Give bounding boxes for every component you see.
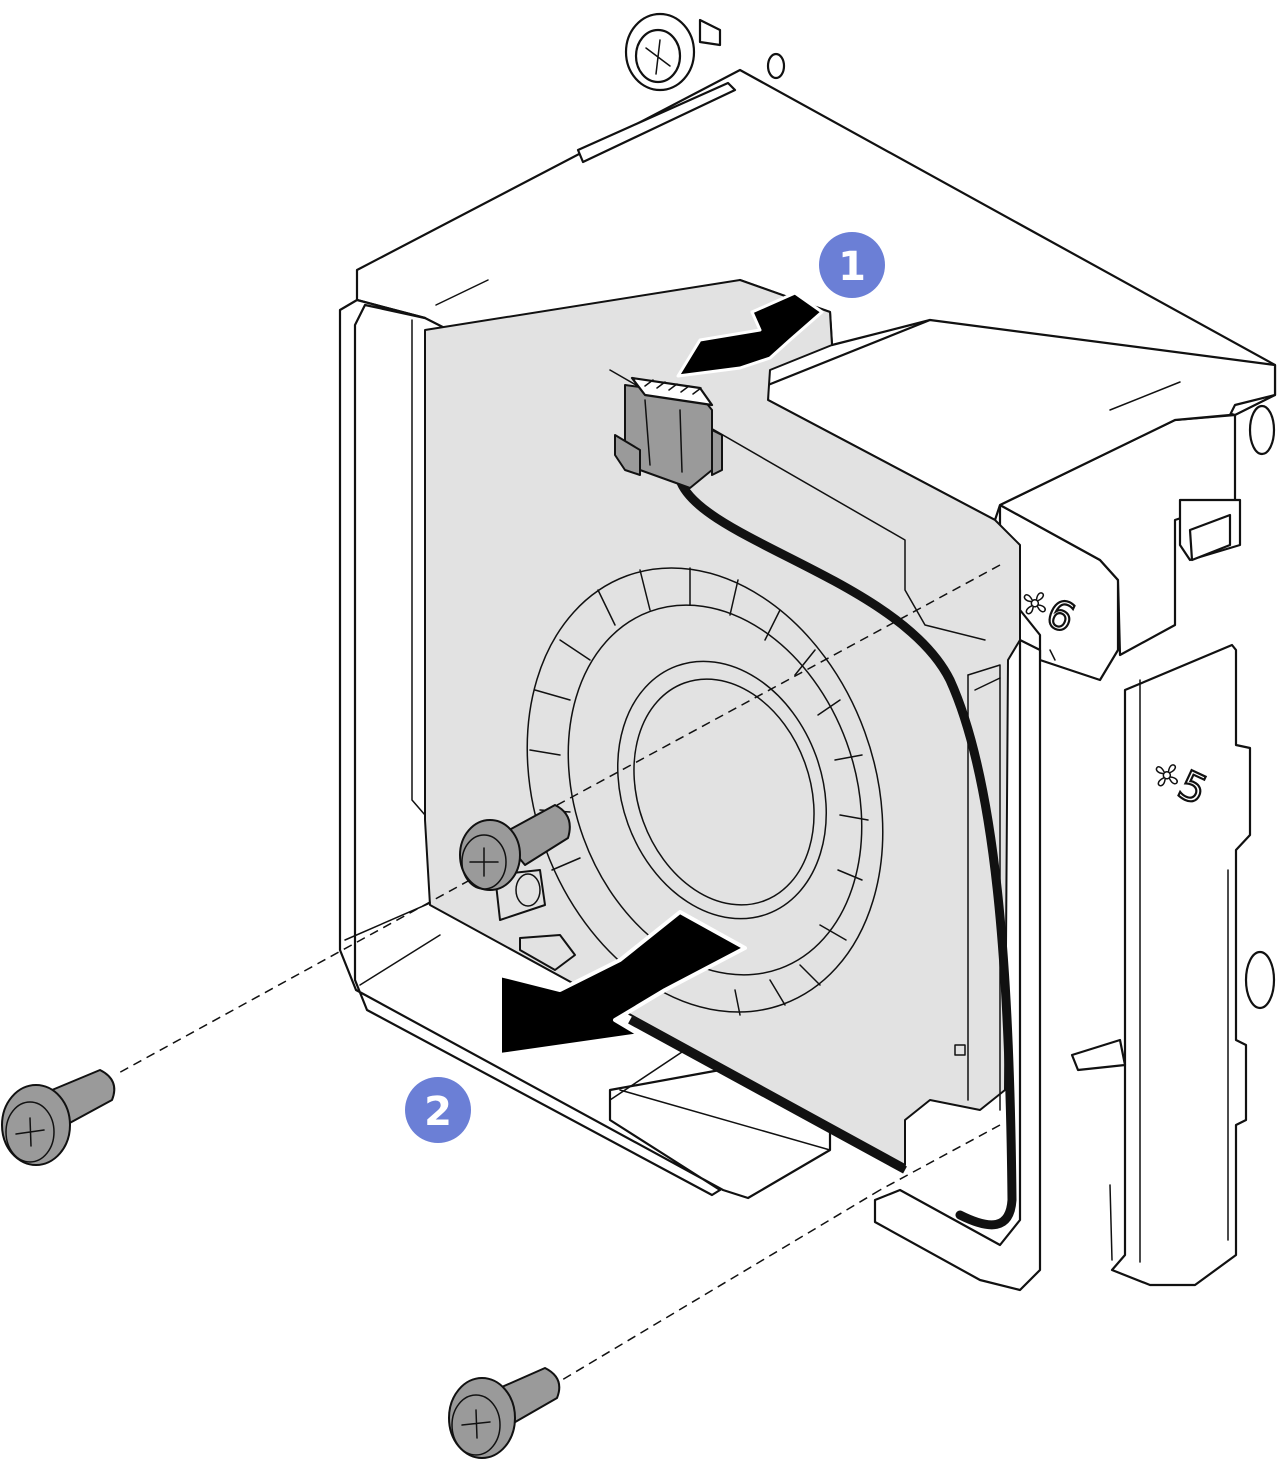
callout-number-2: 2 <box>424 1089 452 1135</box>
fan-power-connector[interactable] <box>614 376 723 489</box>
fan-icon <box>1023 592 1046 615</box>
callout-number-1: 1 <box>838 244 866 290</box>
arrow-disconnect-cable <box>676 291 824 378</box>
screw-installed <box>459 804 571 891</box>
system-fan <box>411 279 1021 1166</box>
impeller-blades <box>529 567 869 1016</box>
screw-removed-bottom[interactable] <box>448 1367 561 1459</box>
callout-step-2: 2 <box>405 1077 471 1143</box>
alignment-guides <box>114 564 1001 1381</box>
fan-icon <box>1155 764 1178 787</box>
fan-cable <box>628 475 1017 1230</box>
screw-removed-left[interactable] <box>1 1069 116 1166</box>
arrow-remove-fan <box>498 910 747 1057</box>
fan-housing-slot-5 <box>1110 404 1276 1287</box>
callout-step-1: 1 <box>819 232 885 298</box>
